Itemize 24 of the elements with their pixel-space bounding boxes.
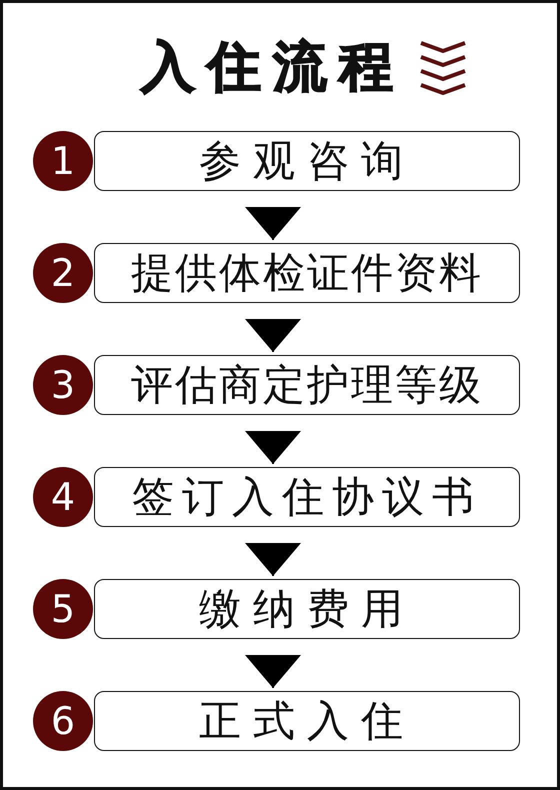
step-box bbox=[94, 243, 520, 303]
step-label: 签订入住协议书 bbox=[132, 476, 482, 518]
step-label: 参观咨询 bbox=[199, 140, 415, 182]
step-box bbox=[94, 467, 520, 527]
step-box bbox=[94, 131, 520, 191]
step-number-badge: 2 bbox=[33, 243, 93, 303]
step-label: 正式入住 bbox=[199, 700, 415, 742]
step-label: 评估商定护理等级 bbox=[131, 364, 483, 406]
arrow bbox=[245, 655, 301, 688]
step-box bbox=[94, 355, 520, 415]
arrow bbox=[245, 207, 301, 240]
step-number-badge: 6 bbox=[33, 691, 93, 751]
arrow bbox=[245, 319, 301, 352]
step-box bbox=[94, 691, 520, 751]
arrow bbox=[245, 431, 301, 464]
arrow bbox=[245, 543, 301, 576]
step-number-badge: 4 bbox=[33, 467, 93, 527]
title: 入住流程 bbox=[139, 34, 406, 100]
step-label: 提供体检证件资料 bbox=[131, 252, 483, 294]
step-number-badge: 3 bbox=[33, 355, 93, 415]
step-number-badge: 1 bbox=[33, 131, 93, 191]
step-label: 缴纳费用 bbox=[199, 588, 415, 630]
step-number-badge: 5 bbox=[33, 579, 93, 639]
step-box bbox=[94, 579, 520, 639]
